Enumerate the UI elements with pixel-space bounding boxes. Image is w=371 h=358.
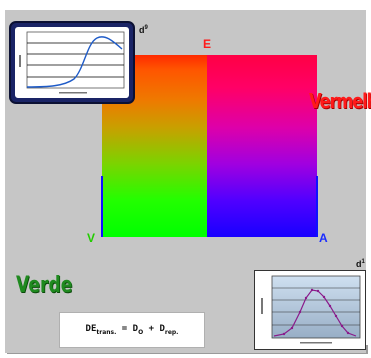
formula-box: DEtrans. = DO + Drep. (59, 312, 205, 348)
thumbnail-chart-purple (254, 270, 366, 350)
label-a: A (319, 231, 328, 245)
label-d1: d1 (356, 259, 365, 269)
label-e: E (203, 37, 212, 51)
left-bracket-line (101, 176, 103, 237)
formula-text: DEtrans. = DO + Drep. (85, 324, 179, 336)
thumbnail-chart-blue (9, 21, 135, 104)
gradient-right-half (207, 55, 317, 237)
label-d9: d9 (139, 25, 148, 35)
label-vermelho: Vermelho (309, 89, 371, 113)
label-verde: Verde (16, 273, 73, 298)
right-bracket-line (316, 176, 318, 237)
label-v: V (87, 231, 96, 245)
